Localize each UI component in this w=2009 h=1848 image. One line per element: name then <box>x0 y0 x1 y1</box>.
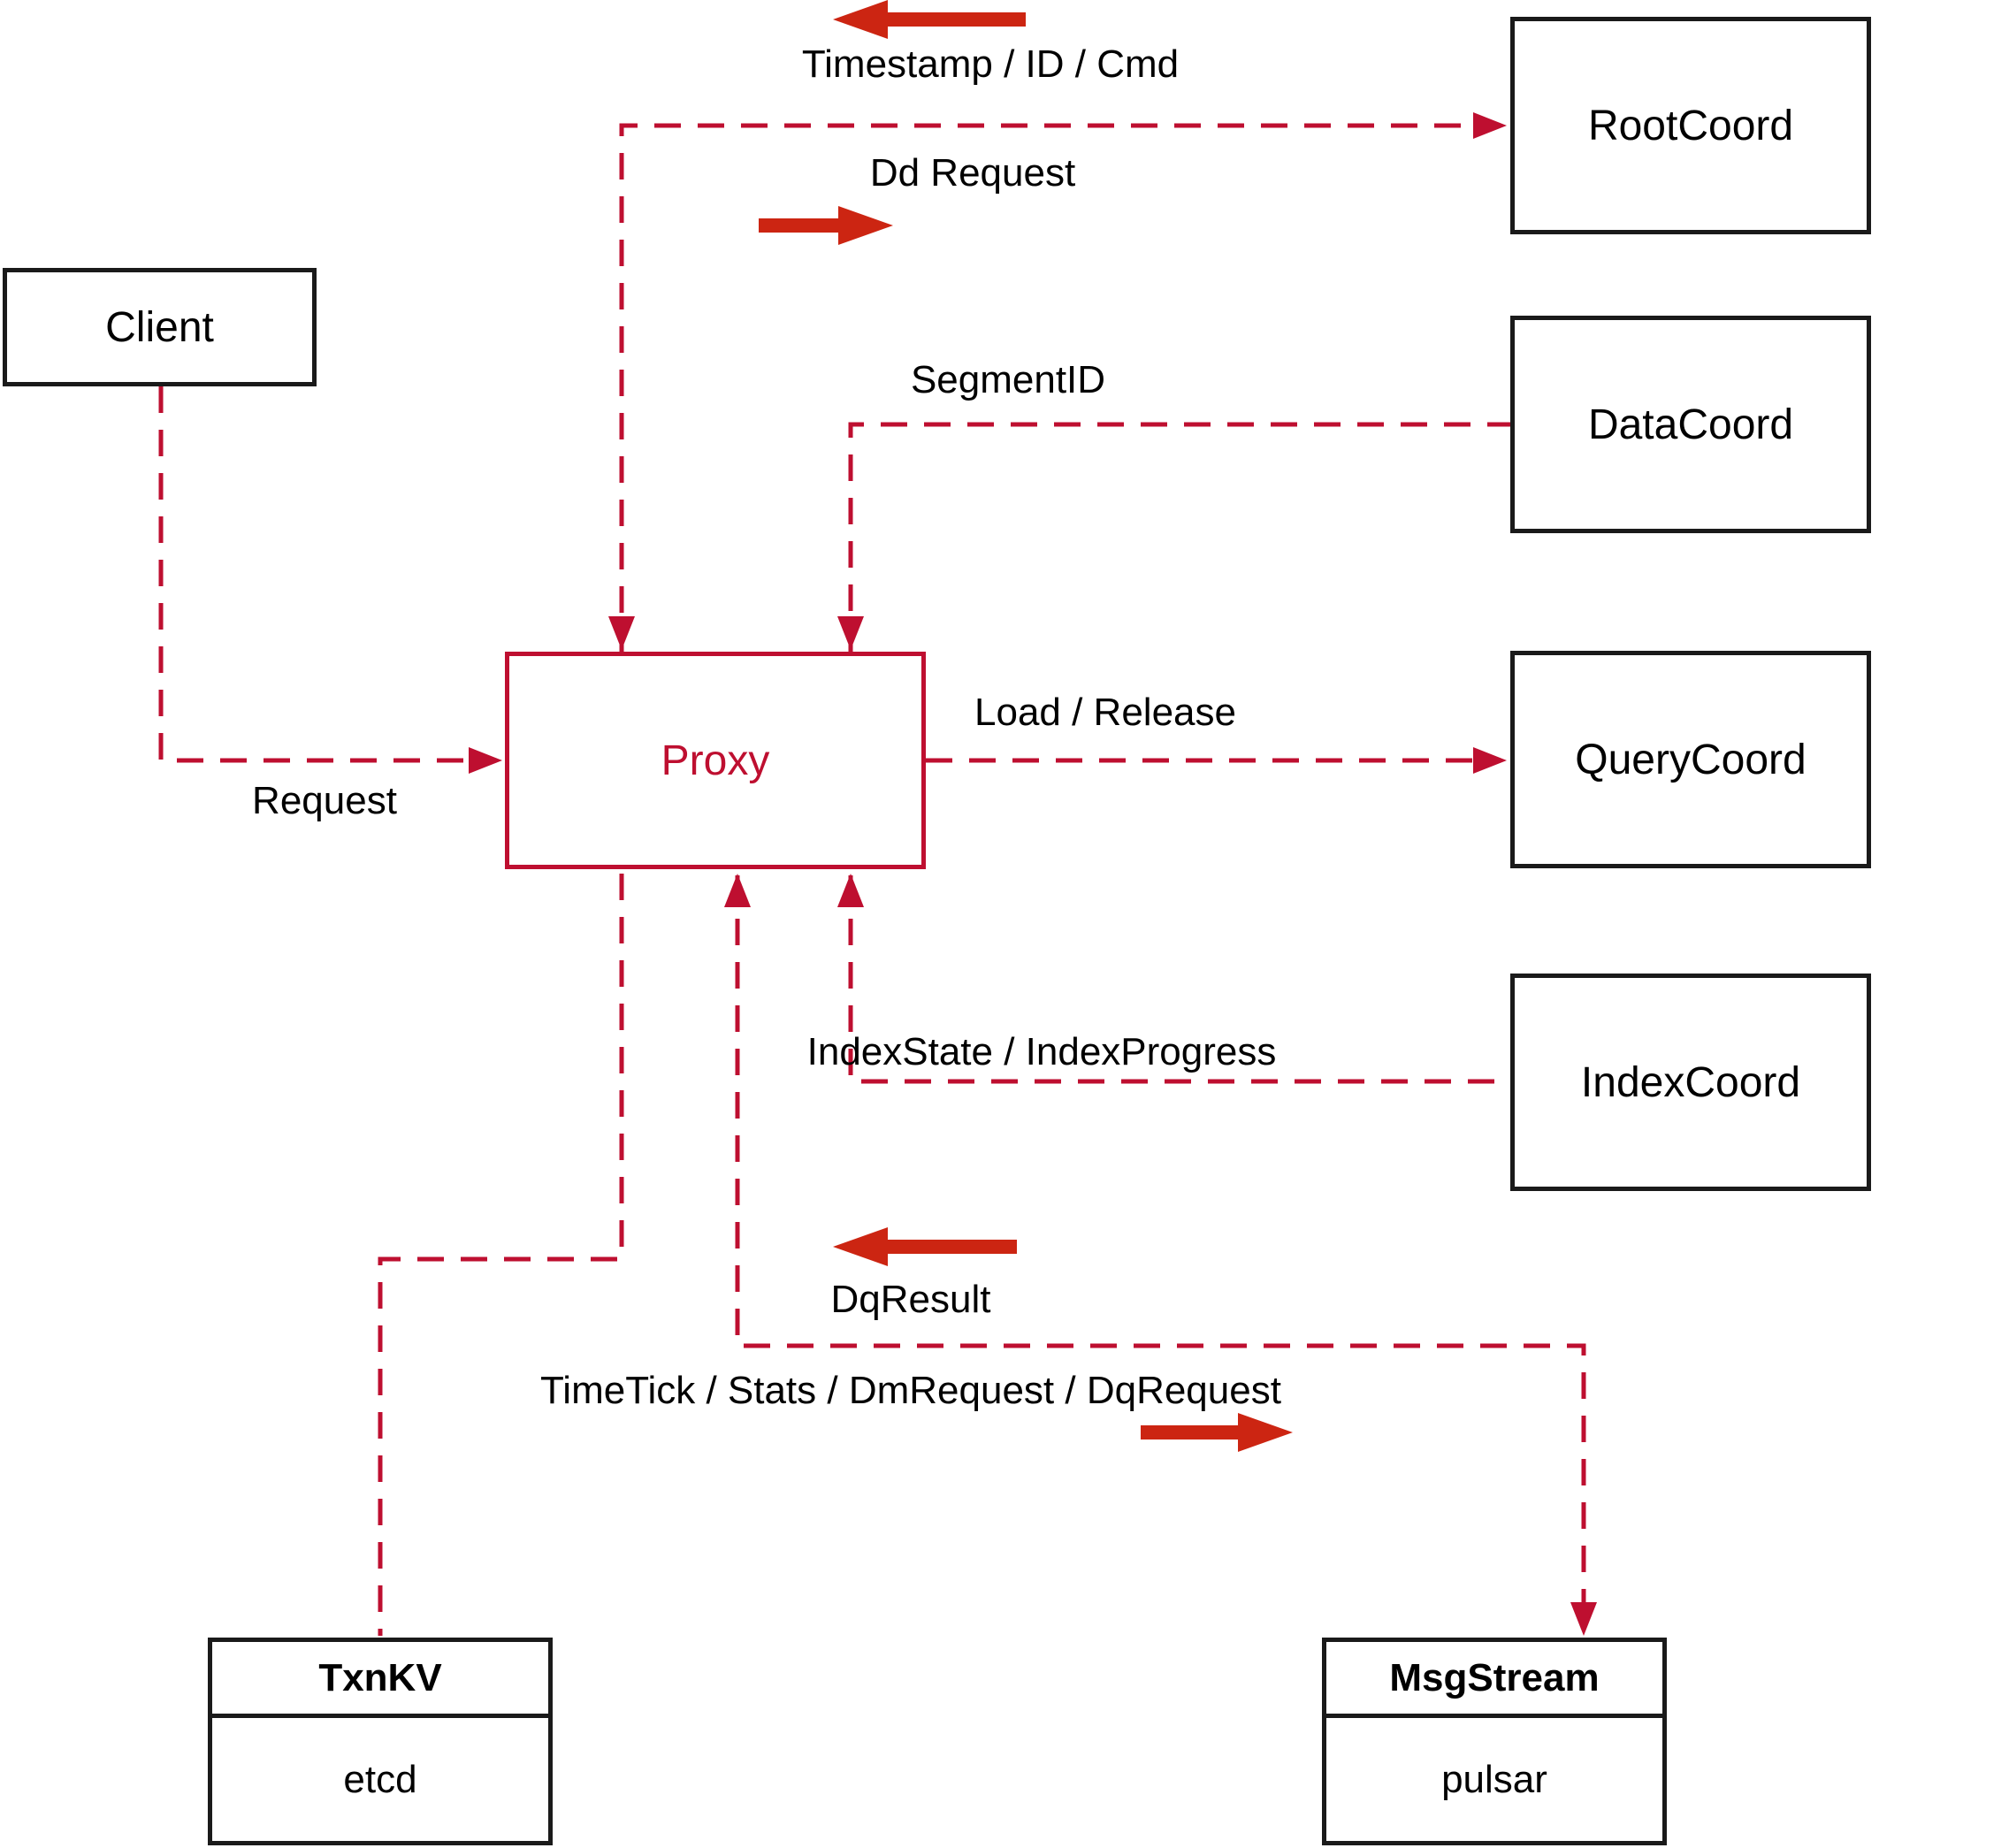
label-indexstate-indexprogress: IndexState / IndexProgress <box>806 1030 1277 1073</box>
edge-proxy-txnkv <box>378 874 624 1636</box>
label-segmentid: SegmentID <box>910 358 1106 401</box>
label-load-release: Load / Release <box>974 691 1236 734</box>
proxy-label: Proxy <box>661 737 770 784</box>
arrowhead-dqresult-into-proxy-bottom <box>724 874 751 907</box>
arrow-left-dqresult-icon <box>833 1227 1017 1266</box>
txnkv-subtitle: etcd <box>343 1757 417 1801</box>
arrow-right-dd-request-icon <box>759 206 893 245</box>
msgstream-title: MsgStream <box>1326 1642 1662 1718</box>
arrowhead-rootcoord-into-proxy-top <box>608 616 635 650</box>
arrowhead-segmentid-into-proxy-top <box>837 616 864 650</box>
label-timestamp-id-cmd: Timestamp / ID / Cmd <box>801 42 1180 86</box>
edge-client-proxy <box>158 386 497 763</box>
arrowhead-into-rootcoord <box>1473 112 1507 139</box>
arrow-left-timestamp-icon <box>833 0 1026 39</box>
client-label: Client <box>105 303 214 351</box>
label-dd-request: Dd Request <box>869 151 1076 195</box>
edge-proxy-rootcoord <box>619 123 1500 656</box>
label-timetick-stats-dmrequest-dqrequest: TimeTick / Stats / DmRequest / DqRequest <box>540 1369 1281 1412</box>
datacoord-label: DataCoord <box>1587 401 1794 448</box>
client-node: Client <box>3 268 317 386</box>
arrow-right-timetick-icon <box>1141 1413 1293 1452</box>
rootcoord-node: RootCoord <box>1510 17 1871 234</box>
edge-proxy-msgstream <box>735 875 1586 1631</box>
label-request: Request <box>252 779 397 822</box>
txnkv-title: TxnKV <box>212 1642 548 1718</box>
querycoord-label: QueryCoord <box>1575 736 1807 783</box>
edge-indexcoord-proxy <box>848 875 1510 1084</box>
arrowhead-into-querycoord <box>1473 747 1507 774</box>
rootcoord-label: RootCoord <box>1587 102 1794 149</box>
arrowhead-indexstate-into-proxy-bottom <box>837 874 864 907</box>
datacoord-node: DataCoord <box>1510 316 1871 533</box>
edge-datacoord-proxy <box>848 422 1510 654</box>
proxy-node: Proxy <box>505 652 926 869</box>
arrowhead-into-msgstream <box>1570 1602 1597 1636</box>
arrowhead-request-into-proxy-left <box>469 747 502 774</box>
label-dqresult: DqResult <box>830 1278 991 1321</box>
msgstream-subtitle: pulsar <box>1441 1757 1547 1801</box>
indexcoord-label: IndexCoord <box>1580 1058 1801 1106</box>
txnkv-node: TxnKV etcd <box>208 1638 553 1845</box>
indexcoord-node: IndexCoord <box>1510 974 1871 1191</box>
msgstream-node: MsgStream pulsar <box>1322 1638 1667 1845</box>
querycoord-node: QueryCoord <box>1510 651 1871 868</box>
